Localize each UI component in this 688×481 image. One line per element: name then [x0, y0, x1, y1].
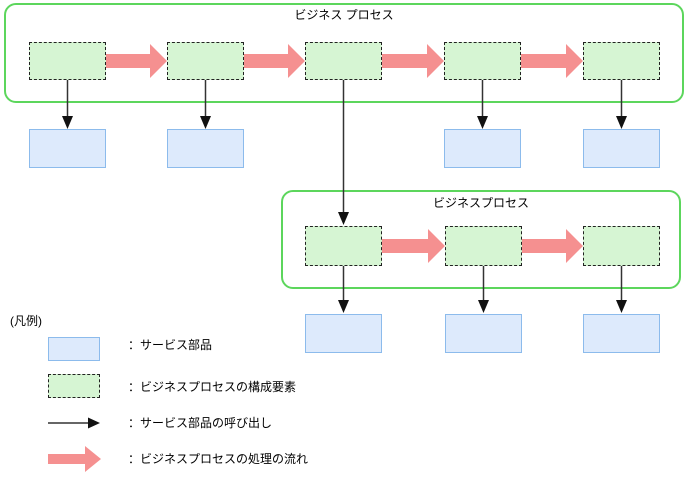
business-process-title-bottom: ビジネスプロセス — [432, 196, 529, 210]
service-component — [305, 314, 382, 353]
service-component — [444, 129, 521, 168]
legend-service-component-swatch — [48, 337, 100, 361]
process-step — [305, 42, 382, 80]
service-component — [167, 129, 244, 168]
service-component — [445, 314, 522, 353]
legend-service-call-arrow — [48, 417, 100, 429]
service-component — [583, 129, 660, 168]
service-component — [29, 129, 106, 168]
process-step — [583, 42, 660, 80]
process-step — [583, 226, 660, 266]
process-step — [167, 42, 244, 80]
legend-item-label: ：サービス部品の呼び出し — [128, 416, 273, 430]
process-step — [305, 226, 382, 266]
process-step — [445, 226, 522, 266]
business-process-container-bottom — [281, 190, 681, 289]
service-component — [583, 314, 660, 353]
process-step — [29, 42, 106, 80]
process-step — [444, 42, 521, 80]
legend-item-label: ：サービス部品 — [128, 338, 213, 352]
legend-item-label: ：ビジネスプロセスの処理の流れ — [128, 452, 309, 466]
legend-process-flow-arrow — [48, 446, 101, 472]
business-process-title-top: ビジネス プロセス — [294, 8, 394, 22]
legend-heading: (凡例) — [10, 314, 42, 328]
legend-process-element-swatch — [48, 374, 100, 398]
legend-item-label: ：ビジネスプロセスの構成要素 — [128, 380, 297, 394]
